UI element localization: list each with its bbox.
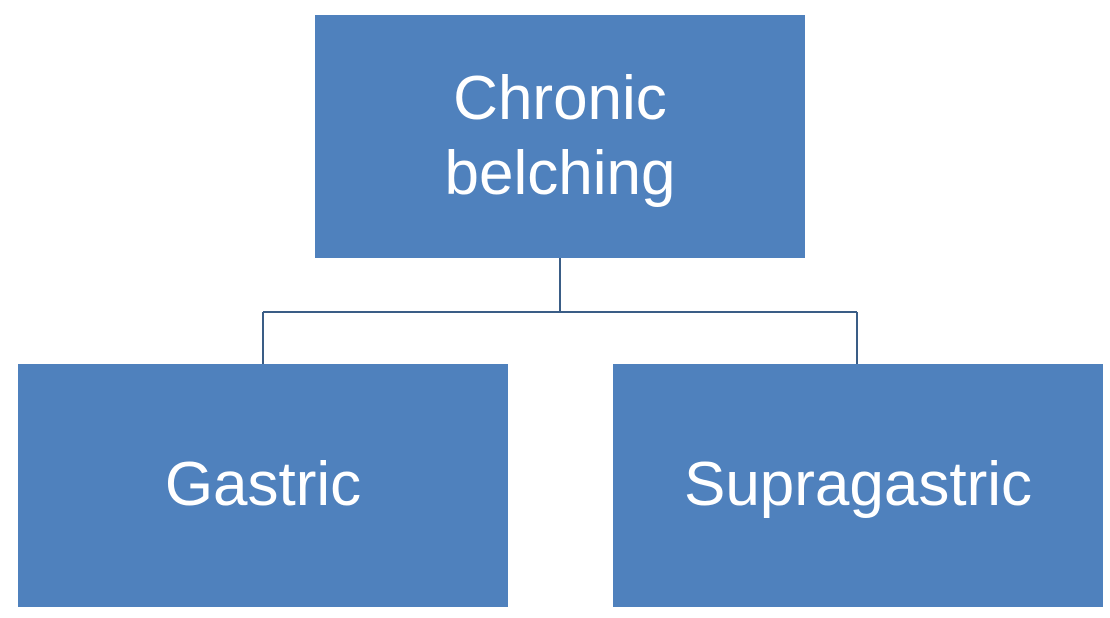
node-gastric-label: Gastric [164, 450, 362, 520]
node-supragastric: Supragastric [613, 364, 1103, 607]
node-root-label-line2: belching [444, 138, 676, 208]
node-root-label-line1: Chronic [453, 64, 667, 134]
node-gastric: Gastric [18, 364, 508, 607]
node-chronic-belching: Chronic belching [315, 15, 805, 258]
node-supragastric-label: Supragastric [683, 450, 1033, 520]
